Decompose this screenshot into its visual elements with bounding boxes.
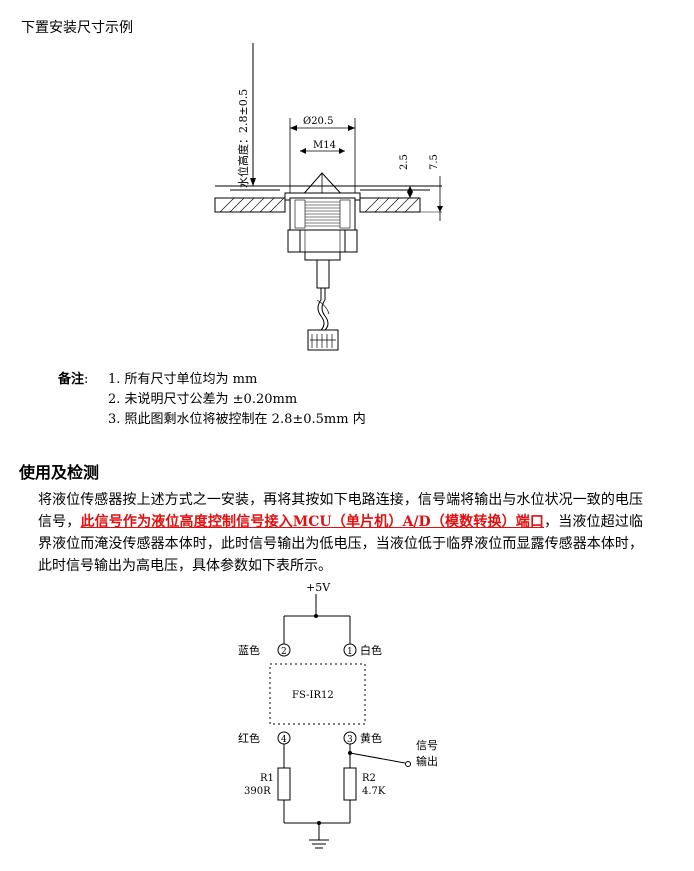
notes-title: 备注 xyxy=(58,372,85,387)
r2-value: 4.7K xyxy=(362,786,386,797)
install-section-title: 下置安装尺寸示例 xyxy=(21,20,133,36)
circuit-diagram: +5V 2 蓝色 1 白色 FS-IR12 4 红色 3 黄色 信号 输出 R1… xyxy=(238,581,438,849)
pin2-label: 蓝色 xyxy=(238,643,260,657)
pin4-number: 4 xyxy=(281,735,287,745)
chip-label: FS-IR12 xyxy=(292,690,334,701)
note-item-3: 3. 照此图剩水位将被控制在 2.8±0.5mm 内 xyxy=(108,412,366,427)
diameter-label: Ø20.5 xyxy=(303,116,333,127)
pin3-number: 3 xyxy=(347,735,353,745)
dim-large-label: 7.5 xyxy=(429,154,440,170)
dim-small-label: 2.5 xyxy=(399,154,410,170)
vcc-label: +5V xyxy=(306,581,331,594)
pin1-number: 1 xyxy=(347,647,353,657)
r1-value: 390R xyxy=(244,786,271,797)
r1-name: R1 xyxy=(260,773,274,784)
pin2-number: 2 xyxy=(281,647,287,657)
usage-text-part2: ，当液位超过临界液位而淹没传感器本体时，此时信号输出为低电压，当液位低于临界液位… xyxy=(38,514,644,574)
pin1-label: 白色 xyxy=(360,643,382,657)
thread-label: M14 xyxy=(313,140,336,151)
pin3-label: 黄色 xyxy=(360,731,382,745)
note-item-2: 2. 未说明尺寸公差为 ±0.20mm xyxy=(108,392,298,407)
notes-colon: : xyxy=(84,372,89,387)
r2-name: R2 xyxy=(362,773,376,784)
notes-block: 备注: 1. 所有尺寸单位均为 mm 2. 未说明尺寸公差为 ±0.20mm 3… xyxy=(58,370,366,430)
signal-label-2: 输出 xyxy=(416,754,438,768)
signal-label-1: 信号 xyxy=(416,739,438,752)
install-drawing: 水位高度：2.8±0.5 Ø20.5 M14 xyxy=(214,43,443,351)
pin4-label: 红色 xyxy=(238,731,260,745)
usage-section-title: 使用及检测 xyxy=(19,463,100,482)
note-item-1: 1. 所有尺寸单位均为 mm xyxy=(108,372,258,387)
usage-text-part1: 将液位传感器按上述方式之一安装，再将其按如下电路连接，信号端将输出与水位状况一致… xyxy=(38,492,643,530)
water-level-label: 水位高度：2.8±0.5 xyxy=(236,89,250,188)
usage-paragraph: 将液位传感器按上述方式之一安装，再将其按如下电路连接，信号端将输出与水位状况一致… xyxy=(38,489,643,577)
usage-highlight: 此信号作为液位高度控制信号接入MCU（单片机）A/D（模数转换）端口 xyxy=(80,514,545,530)
